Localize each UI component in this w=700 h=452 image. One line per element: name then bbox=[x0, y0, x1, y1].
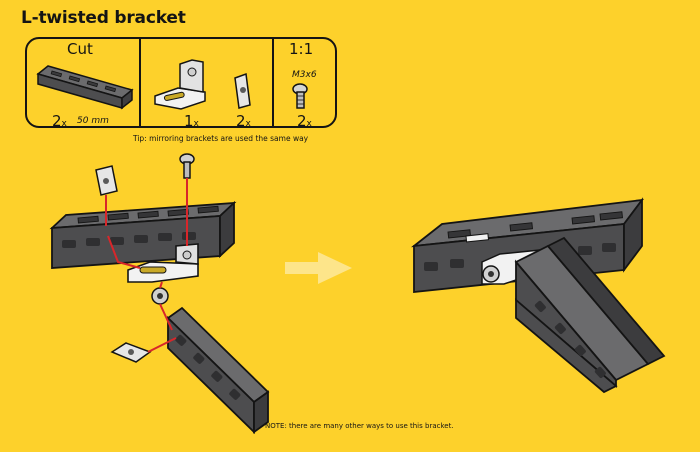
screw-side bbox=[151, 287, 169, 305]
note-text: NOTE: there are many other ways to use t… bbox=[265, 422, 454, 430]
screw-top bbox=[179, 153, 195, 179]
beam-quantity-value: 2 bbox=[52, 112, 62, 130]
screw-quantity-value: 2 bbox=[297, 112, 307, 130]
l-bracket-part-icon bbox=[154, 59, 206, 110]
nut-top bbox=[95, 165, 118, 196]
parts-legend bbox=[25, 37, 337, 128]
nut-quantity: 2x bbox=[236, 112, 251, 130]
tip-text: Tip: mirroring brackets are used the sam… bbox=[133, 134, 309, 143]
screw-spec: M3x6 bbox=[292, 70, 317, 80]
qty-suffix: x bbox=[306, 119, 312, 129]
qty-suffix: x bbox=[245, 119, 251, 129]
divider bbox=[272, 39, 274, 126]
cut-heading: Cut bbox=[67, 40, 93, 58]
bracket-quantity: 1x bbox=[184, 112, 199, 130]
nut-part-icon bbox=[234, 72, 251, 109]
l-bracket-exploded bbox=[127, 243, 199, 283]
qty-suffix: x bbox=[61, 119, 67, 129]
beam-length: 50 mm bbox=[77, 116, 109, 126]
assembled-vertical-beam bbox=[514, 236, 666, 394]
screw-quantity: 2x bbox=[297, 112, 312, 130]
divider bbox=[139, 39, 141, 126]
guide-lines bbox=[105, 178, 188, 353]
page-title: L-twisted bracket bbox=[21, 8, 186, 28]
vertical-beam bbox=[166, 306, 270, 435]
beam-quantity: 2x bbox=[52, 112, 67, 130]
scale-heading: 1:1 bbox=[289, 40, 314, 58]
nut-bottom bbox=[110, 342, 152, 363]
nut-quantity-value: 2 bbox=[236, 112, 246, 130]
bracket-quantity-value: 1 bbox=[184, 112, 194, 130]
screw-part-icon bbox=[292, 83, 308, 109]
horizontal-beam bbox=[49, 200, 237, 269]
right-arrow-icon bbox=[285, 252, 352, 284]
qty-suffix: x bbox=[193, 119, 199, 129]
beam-part-icon bbox=[36, 65, 134, 110]
